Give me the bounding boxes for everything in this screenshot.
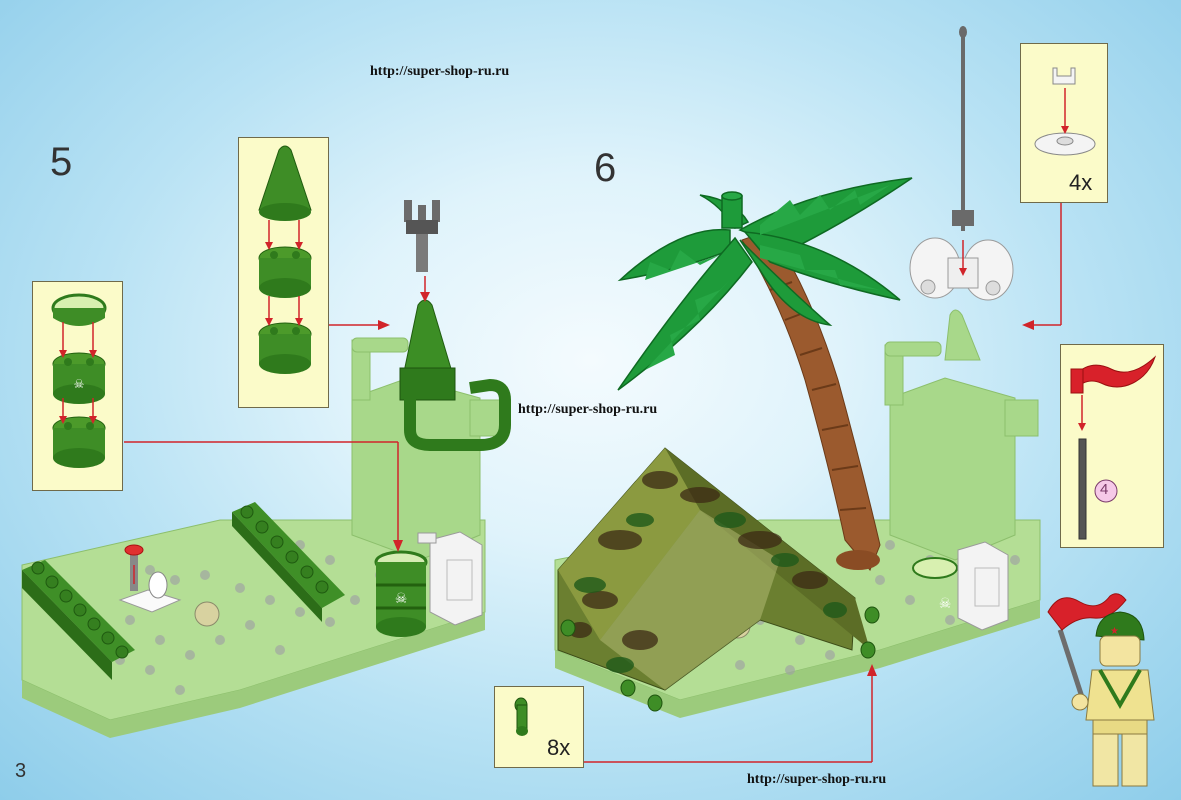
- callout-pins: 8x: [494, 686, 584, 768]
- jerrycan: [417, 531, 483, 626]
- step6-jerrycan: [957, 541, 1009, 631]
- step6-tower: [884, 309, 1039, 561]
- flag-part: [1070, 355, 1157, 540]
- step5-cone-assembly: [399, 200, 511, 451]
- step5-tower: [351, 337, 506, 561]
- cone-stack: [258, 145, 312, 374]
- dish-part: [1034, 67, 1096, 156]
- callout-round-bricks: ☠: [32, 281, 123, 491]
- dish-count: 4x: [1069, 170, 1093, 195]
- soldier-minifigure: ★: [1047, 593, 1155, 787]
- step-number-5: 5: [50, 140, 73, 184]
- step-number-6: 6: [594, 146, 617, 190]
- pin-part: [514, 697, 528, 736]
- round-bricks-stack: ☠: [51, 293, 107, 468]
- page-number: 3: [15, 760, 27, 782]
- callout-dish: 4x: [1020, 43, 1108, 203]
- barrel: ☠: [374, 550, 428, 637]
- antenna-with-dishes: [909, 26, 1014, 301]
- step6-arrows: [583, 203, 1062, 763]
- callout-cone-stack: [238, 137, 329, 408]
- svg-text:☠: ☠: [939, 596, 952, 612]
- svg-text:☠: ☠: [395, 591, 408, 607]
- callout-flag: 4: [1060, 344, 1164, 548]
- step5-arrows: [124, 276, 430, 584]
- step5-left-plate: [22, 560, 135, 680]
- pins-count: 8x: [547, 735, 571, 760]
- watermark-middle: http://super-shop-ru.ru: [518, 402, 658, 417]
- watermark-top: http://super-shop-ru.ru: [370, 64, 510, 79]
- step5-mid-plate: [232, 502, 345, 622]
- flag-length-badge: 4: [1100, 481, 1109, 498]
- svg-text:☠: ☠: [74, 377, 85, 391]
- camo-tent: [557, 447, 880, 712]
- watermark-bottom: http://super-shop-ru.ru: [747, 772, 887, 787]
- palm-leaves: [617, 177, 913, 391]
- svg-text:★: ★: [1110, 626, 1119, 637]
